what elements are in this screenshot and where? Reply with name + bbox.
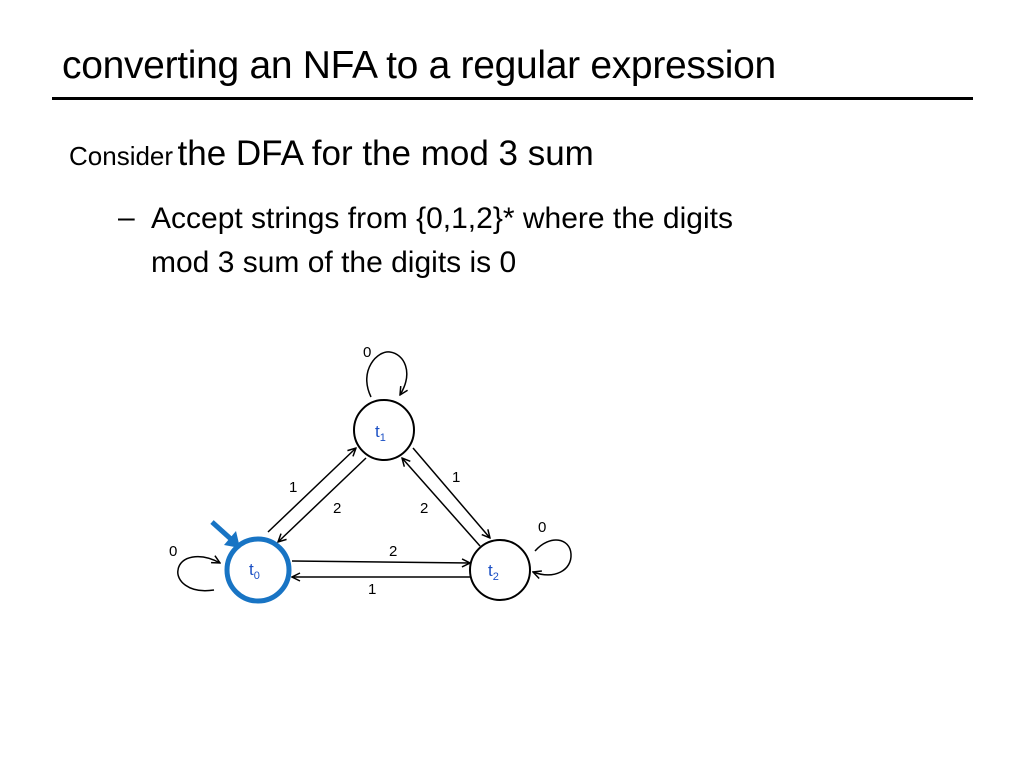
state-t2-label: t2 bbox=[488, 561, 499, 583]
state-t1: t1 bbox=[353, 399, 415, 461]
edge-t0-t2 bbox=[291, 561, 470, 563]
label-t2-t0: 1 bbox=[368, 581, 376, 598]
label-t0-loop: 0 bbox=[169, 543, 177, 560]
edge-t1-t0 bbox=[278, 457, 367, 542]
state-t1-label: t1 bbox=[375, 422, 386, 444]
self-loop-t0 bbox=[177, 557, 220, 592]
edge-t1-t2 bbox=[412, 447, 490, 538]
self-loop-t2 bbox=[533, 539, 572, 575]
state-t0: t0 bbox=[224, 536, 292, 604]
start-arrowhead bbox=[224, 531, 240, 548]
label-t1-loop: 0 bbox=[363, 344, 371, 361]
state-t2: t2 bbox=[469, 539, 531, 601]
label-t1-t2: 1 bbox=[452, 469, 460, 486]
title-divider bbox=[52, 97, 973, 100]
bullet-1-lead: Consider bbox=[69, 141, 174, 171]
label-t2-t1: 2 bbox=[420, 500, 428, 517]
edge-t2-t1 bbox=[402, 458, 481, 547]
label-t0-t2: 2 bbox=[389, 543, 397, 560]
subbullet: Accept strings from {0,1,2}* where the d… bbox=[151, 197, 941, 285]
state-t0-label: t0 bbox=[249, 560, 260, 582]
subbullet-dash: – bbox=[118, 201, 135, 234]
subbullet-line-2: mod 3 sum of the digits is 0 bbox=[151, 246, 517, 279]
bullet-1: Consider the DFA for the mod 3 sum bbox=[69, 134, 594, 174]
bullet-1-text: the DFA for the mod 3 sum bbox=[177, 134, 594, 173]
label-t2-loop: 0 bbox=[538, 519, 546, 536]
start-arrow bbox=[210, 520, 234, 542]
slide-title: converting an NFA to a regular expressio… bbox=[62, 44, 776, 87]
label-t1-t0: 2 bbox=[333, 500, 341, 517]
subbullet-line-1: Accept strings from {0,1,2}* where the d… bbox=[151, 202, 733, 235]
self-loop-t1 bbox=[366, 351, 407, 398]
edge-t0-t1 bbox=[267, 448, 356, 533]
label-t0-t1: 1 bbox=[289, 479, 297, 496]
